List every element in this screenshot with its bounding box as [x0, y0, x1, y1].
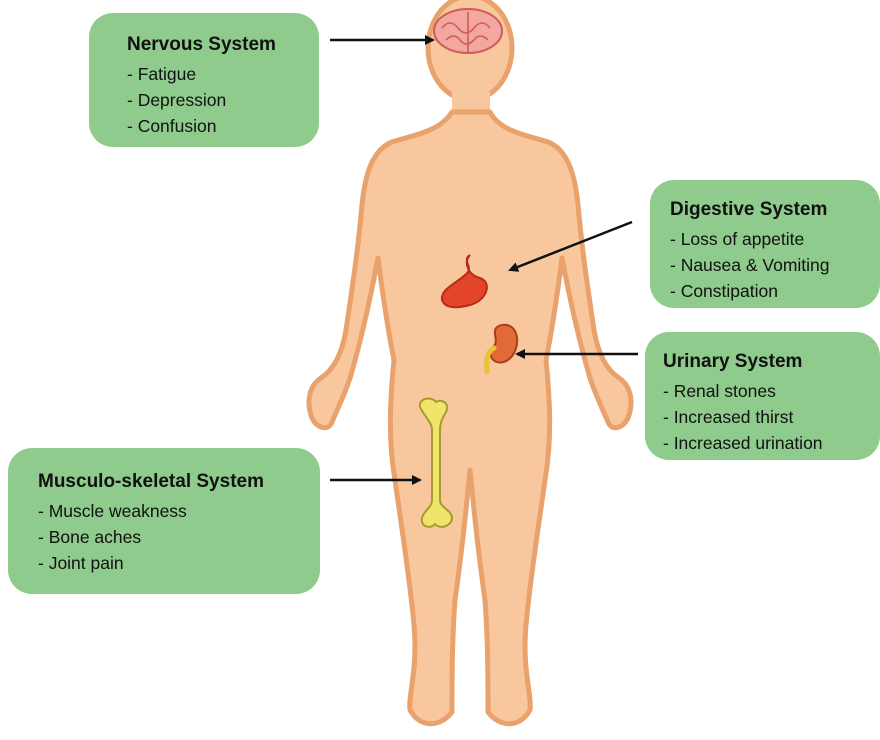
- urinary-system-box: Urinary System - Renal stones - Increase…: [645, 332, 880, 460]
- digestive-system-box: Digestive System - Loss of appetite - Na…: [650, 180, 880, 308]
- urinary-item: - Increased thirst: [663, 404, 880, 430]
- nervous-system-box: Nervous System - Fatigue - Depression - …: [89, 13, 319, 147]
- musculo-item: - Bone aches: [38, 524, 320, 550]
- digestive-system-title: Digestive System: [670, 198, 880, 222]
- digestive-item: - Constipation: [670, 278, 880, 304]
- digestive-item: - Nausea & Vomiting: [670, 252, 880, 278]
- musculo-item: - Muscle weakness: [38, 498, 320, 524]
- urinary-item: - Increased urination: [663, 430, 880, 456]
- nervous-item: - Fatigue: [127, 61, 319, 87]
- nervous-item: - Depression: [127, 87, 319, 113]
- human-body: [309, 0, 631, 724]
- nervous-system-title: Nervous System: [127, 33, 319, 57]
- musculo-skeletal-system-box: Musculo-skeletal System - Muscle weaknes…: [8, 448, 320, 594]
- musculo-item: - Joint pain: [38, 550, 320, 576]
- digestive-item: - Loss of appetite: [670, 226, 880, 252]
- musculo-skeletal-system-title: Musculo-skeletal System: [38, 470, 320, 494]
- urinary-item: - Renal stones: [663, 378, 880, 404]
- urinary-system-title: Urinary System: [663, 350, 880, 374]
- nervous-item: - Confusion: [127, 113, 319, 139]
- brain: [434, 9, 502, 53]
- body-outline: [309, 112, 631, 724]
